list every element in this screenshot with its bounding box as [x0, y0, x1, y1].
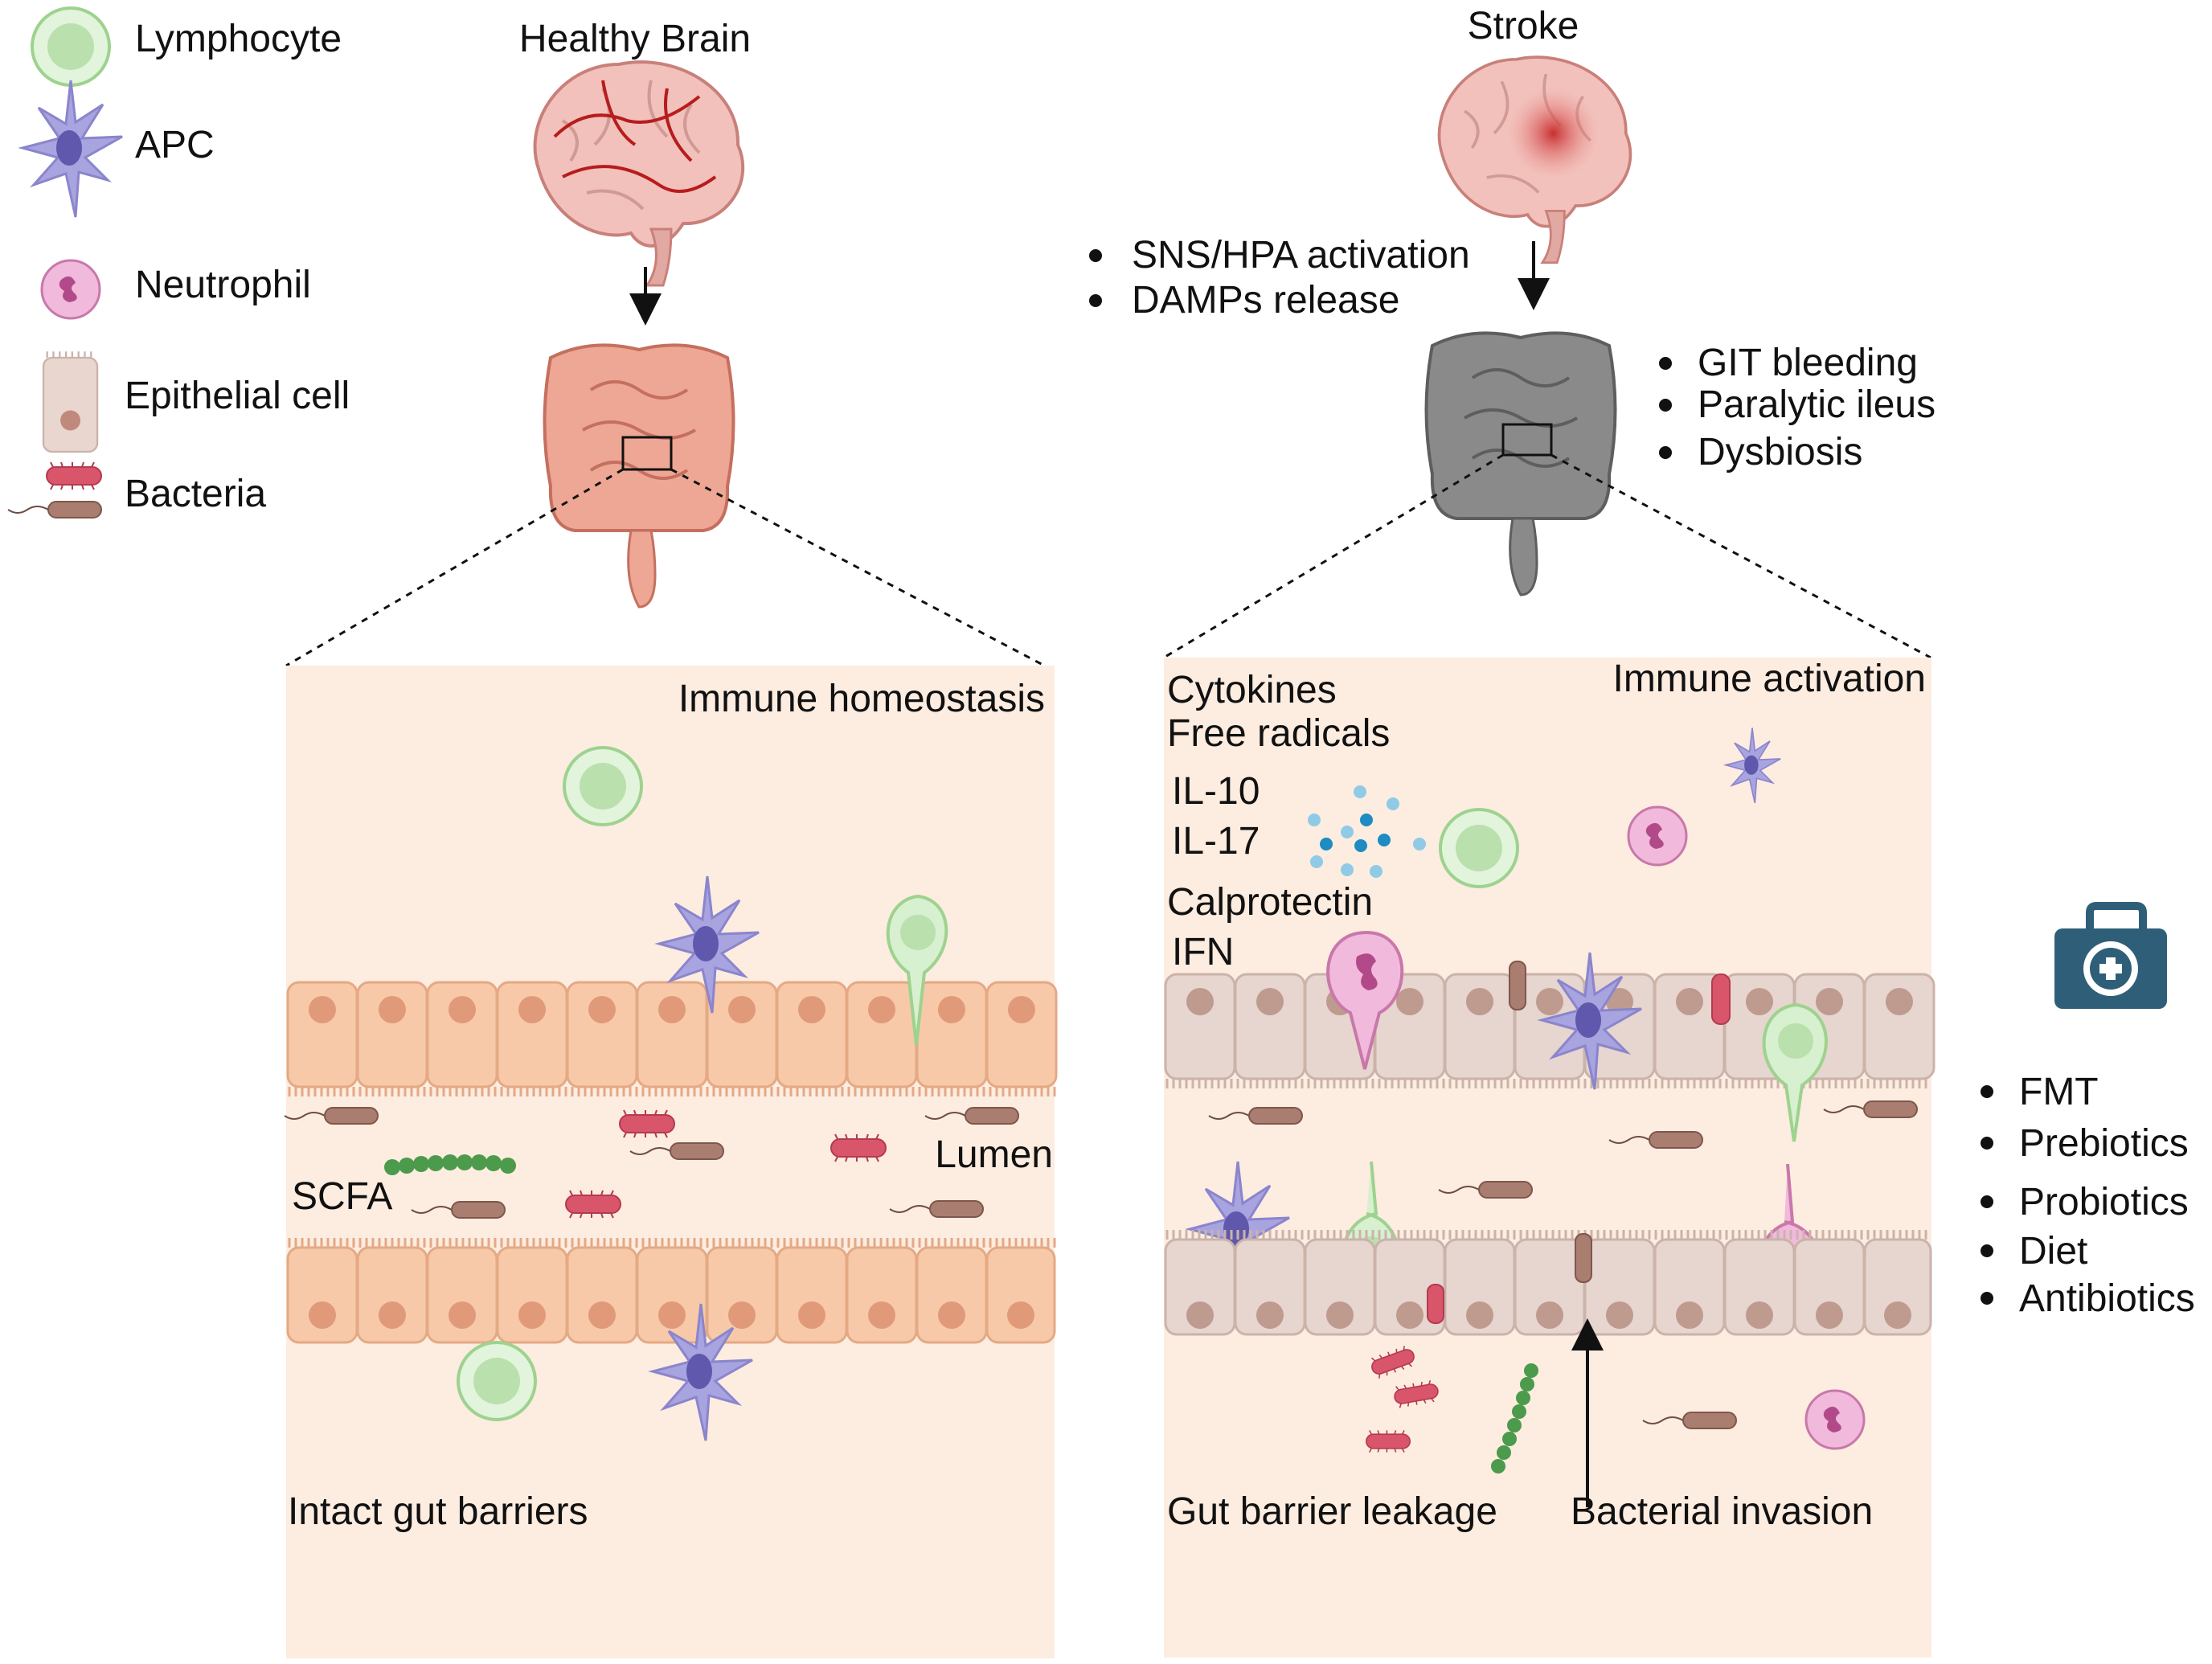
- stroke-panel-caption-right: Bacterial invasion: [1571, 1490, 1873, 1533]
- legend-apc: APC: [21, 79, 215, 219]
- healthy-brain-icon: [533, 60, 745, 287]
- legend-apc-label: APC: [135, 124, 215, 166]
- stroke-zoom-line-right: [1550, 453, 1931, 659]
- stroke-gut-panel: Immune activation Cytokines Free radical…: [1164, 658, 1936, 1658]
- stroke-brain-effects: SNS/HPA activation DAMPs release: [1089, 234, 1470, 322]
- lymphocyte-icon: [457, 1341, 537, 1421]
- treatment-item: FMT: [2019, 1071, 2099, 1113]
- scfa-chain-icon: [384, 1154, 516, 1175]
- stroke-panel-title: Immune activation: [1612, 658, 1926, 700]
- stroke-panel-caption-left: Gut barrier leakage: [1167, 1490, 1497, 1533]
- healthy-lower-epithelium: [286, 1238, 1056, 1344]
- treatment-list: FMT Prebiotics Probiotics Diet Antibioti…: [1981, 1071, 2195, 1320]
- lymphocyte-icon: [1439, 808, 1519, 888]
- lymphocyte-transmigrating-icon: [886, 894, 948, 1046]
- bacteria-icon: [830, 1133, 887, 1162]
- bacteria-icon: [1366, 1429, 1411, 1453]
- invading-bacteria-icon: [1575, 1233, 1592, 1283]
- neutrophil-icon: [40, 259, 101, 320]
- neutrophil-transmigrating-icon: [1326, 930, 1404, 1070]
- stroke-zoom-box: [1501, 423, 1553, 457]
- mediator-il17: IL-17: [1172, 820, 1260, 863]
- stroke-gut-icon: [1424, 331, 1617, 596]
- apc-icon: [21, 79, 124, 219]
- healthy-zoom-line-left: [285, 468, 624, 667]
- mediator-calprotectin: Calprotectin: [1167, 881, 1373, 924]
- legend-lymphocyte: Lymphocyte: [31, 6, 342, 87]
- healthy-gut-icon: [543, 343, 735, 609]
- lymphocyte-icon: [31, 6, 111, 87]
- lymphocyte-transmigrating-icon: [1762, 1002, 1828, 1142]
- legend: Lymphocyte APC Neutrophil Epithelial cel…: [7, 6, 350, 518]
- stroke-brain-icon: [1437, 55, 1632, 264]
- stroke-upper-epithelium: [1164, 973, 1936, 1088]
- bacteria-icon: [565, 1190, 621, 1219]
- epithelial-cell-icon: [42, 351, 99, 453]
- healthy-gut-panel: Immune homeostasis SCFA Lumen: [284, 666, 1058, 1658]
- invading-bacteria-icon: [1711, 973, 1731, 1025]
- invading-bacteria-icon: [1427, 1284, 1444, 1324]
- mediator-cytokines: Cytokines: [1167, 669, 1337, 711]
- mediator-il10: IL-10: [1172, 770, 1260, 813]
- stroke-brain-effect-1: SNS/HPA activation: [1132, 234, 1470, 277]
- stroke-panel-background: [1164, 658, 1931, 1658]
- cytokine-dots-icon: [1308, 785, 1426, 878]
- mediator-free-radicals: Free radicals: [1167, 712, 1390, 755]
- lumen-label: Lumen: [935, 1133, 1053, 1176]
- stroke-lower-epithelium: [1164, 1230, 1932, 1336]
- invading-bacteria-icon: [1509, 961, 1526, 1010]
- stroke-brain-effect-2: DAMPs release: [1132, 279, 1399, 322]
- neutrophil-icon: [1804, 1389, 1866, 1450]
- healthy-panel-title: Immune homeostasis: [678, 678, 1045, 720]
- legend-epithelial-label: Epithelial cell: [125, 375, 350, 417]
- treatment-item: Prebiotics: [2019, 1122, 2189, 1165]
- bacteria-icon: [619, 1109, 675, 1138]
- stroke-gut-effect-2: Paralytic ileus: [1698, 383, 1936, 426]
- rod-bacteria-icon: [46, 461, 102, 490]
- stroke-title: Stroke: [1468, 5, 1579, 47]
- legend-lymphocyte-label: Lymphocyte: [135, 18, 342, 60]
- neutrophil-icon: [1627, 805, 1688, 867]
- treatment-item: Probiotics: [2019, 1181, 2189, 1223]
- lymphocyte-icon: [563, 746, 643, 826]
- legend-neutrophil: Neutrophil: [40, 259, 311, 320]
- mediator-ifn: IFN: [1172, 931, 1234, 973]
- stroke-gut-effect-3: Dysbiosis: [1698, 431, 1862, 473]
- treatment-item: Diet: [2019, 1230, 2087, 1273]
- legend-neutrophil-label: Neutrophil: [135, 264, 311, 306]
- legend-epithelial: Epithelial cell: [42, 351, 350, 453]
- scfa-label: SCFA: [292, 1175, 392, 1218]
- legend-bacteria-label: Bacteria: [125, 473, 266, 515]
- stroke-mediators: Cytokines Free radicals IL-10 IL-17 Calp…: [1167, 669, 1390, 973]
- flagellated-bacteria-icon: [7, 501, 102, 518]
- treatment-item: Antibiotics: [2019, 1277, 2195, 1320]
- bacteria-chain-icon: [1491, 1363, 1538, 1473]
- healthy-panel-caption: Intact gut barriers: [288, 1490, 588, 1533]
- first-aid-kit-icon: [2054, 902, 2167, 1009]
- healthy-upper-epithelium: [286, 981, 1058, 1096]
- legend-bacteria: Bacteria: [7, 461, 266, 518]
- healthy-zoom-box: [621, 436, 673, 471]
- stroke-gut-effects: GIT bleeding Paralytic ileus Dysbiosis: [1659, 342, 1936, 473]
- healthy-brain-title: Healthy Brain: [519, 18, 751, 60]
- stroke-zoom-line-left: [1163, 453, 1504, 659]
- stroke-gut-effect-1: GIT bleeding: [1698, 342, 1918, 384]
